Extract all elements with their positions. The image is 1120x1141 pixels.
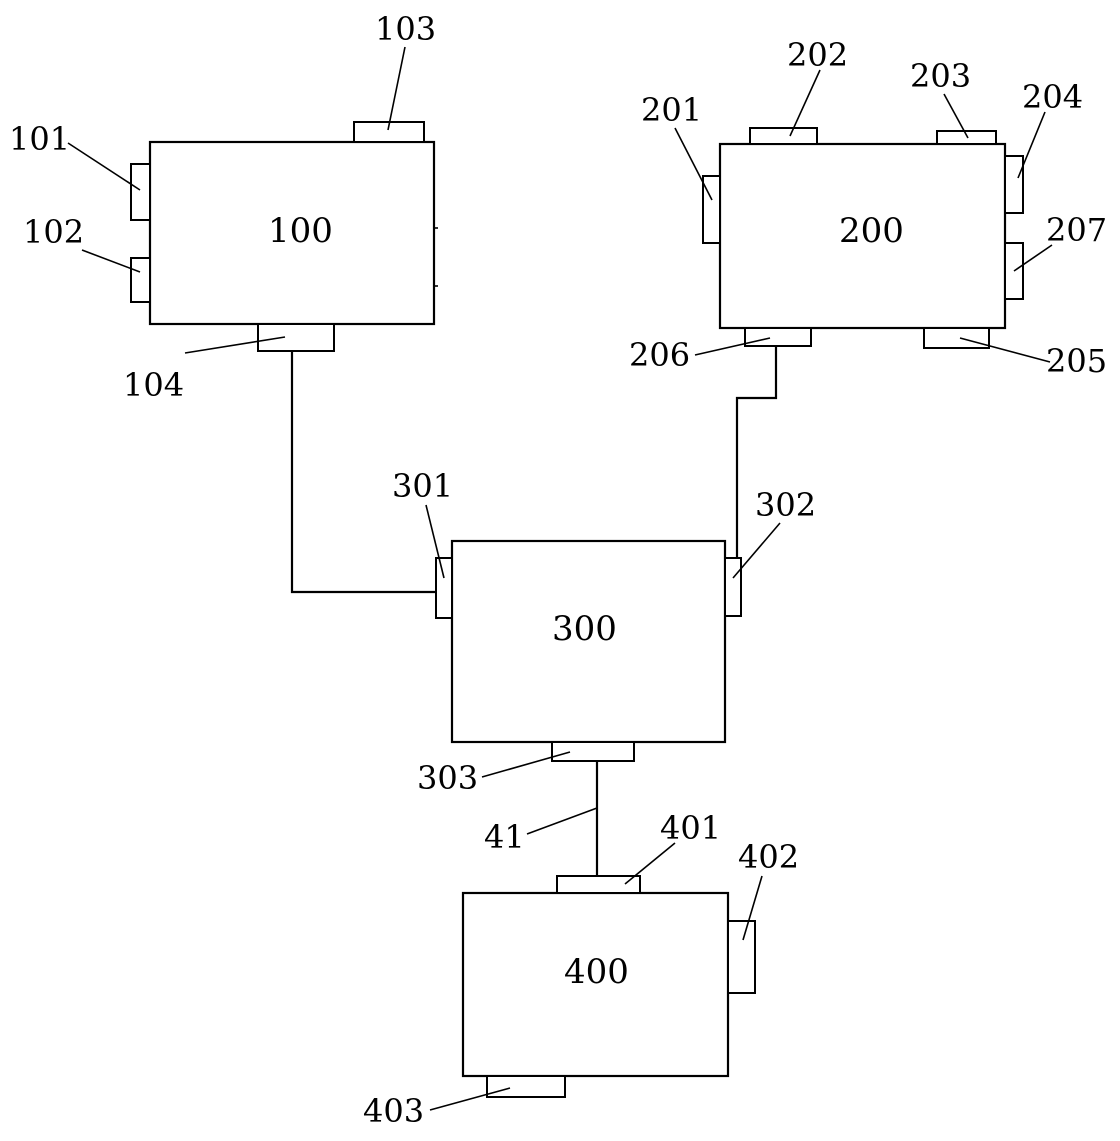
ref-301: 301 — [392, 467, 453, 505]
unit-200: 200 — [702, 127, 1024, 349]
wire-206-to-302 — [735, 346, 778, 558]
leader-201 — [674, 127, 713, 201]
unit-300-label: 300 — [552, 609, 617, 649]
port-206 — [744, 327, 812, 347]
port-205 — [923, 327, 990, 349]
ref-41: 41 — [484, 818, 525, 856]
leader-303 — [481, 751, 571, 778]
ref-206: 206 — [629, 336, 690, 374]
ref-204: 204 — [1022, 78, 1083, 116]
unit-100-box — [148, 140, 436, 326]
ref-207: 207 — [1046, 211, 1107, 249]
leader-403 — [429, 1087, 511, 1111]
leader-101 — [67, 142, 141, 191]
ref-101: 101 — [9, 120, 70, 158]
port-301 — [435, 557, 453, 619]
unit-100-label: 100 — [268, 211, 333, 251]
ref-104: 104 — [123, 366, 184, 404]
ref-205: 205 — [1046, 342, 1107, 380]
ref-203: 203 — [910, 57, 971, 95]
unit-100: 100 — [130, 121, 438, 352]
leader-206 — [694, 337, 771, 356]
port-104 — [257, 323, 335, 352]
ref-201: 201 — [641, 91, 702, 129]
port-202 — [749, 127, 818, 145]
port-403 — [486, 1075, 566, 1098]
leader-402 — [742, 875, 763, 941]
leader-203 — [943, 93, 969, 139]
ref-102: 102 — [23, 213, 84, 251]
unit-300: 300 — [435, 539, 742, 762]
leader-205 — [959, 337, 1051, 363]
leader-302 — [732, 522, 781, 579]
port-102 — [130, 257, 151, 303]
port-203 — [936, 130, 997, 145]
port-401 — [556, 875, 641, 894]
leader-41 — [526, 807, 598, 835]
ref-402: 402 — [738, 838, 799, 876]
unit-400-label: 400 — [564, 952, 629, 992]
leader-301 — [425, 504, 445, 579]
leader-204 — [1017, 111, 1046, 179]
port-204 — [1004, 155, 1024, 214]
leader-102 — [81, 249, 141, 273]
ref-303: 303 — [417, 759, 478, 797]
port-303 — [551, 741, 635, 762]
port-402 — [727, 920, 756, 994]
unit-400-box — [461, 891, 730, 1078]
unit-400: 400 — [461, 875, 756, 1098]
port-201 — [702, 175, 721, 244]
leader-103 — [387, 46, 406, 131]
port-101 — [130, 163, 151, 221]
ref-401: 401 — [660, 809, 721, 847]
unit-200-label: 200 — [839, 211, 904, 251]
wire-104-to-301 — [290, 351, 436, 594]
leader-207 — [1013, 244, 1053, 272]
ref-202: 202 — [787, 36, 848, 74]
leader-401 — [624, 842, 676, 885]
ref-302: 302 — [755, 486, 816, 524]
unit-300-box — [450, 539, 727, 744]
leader-104 — [184, 336, 286, 354]
ref-103: 103 — [375, 10, 436, 48]
port-302 — [724, 557, 742, 617]
ref-403: 403 — [363, 1092, 424, 1130]
leader-202 — [789, 69, 821, 137]
